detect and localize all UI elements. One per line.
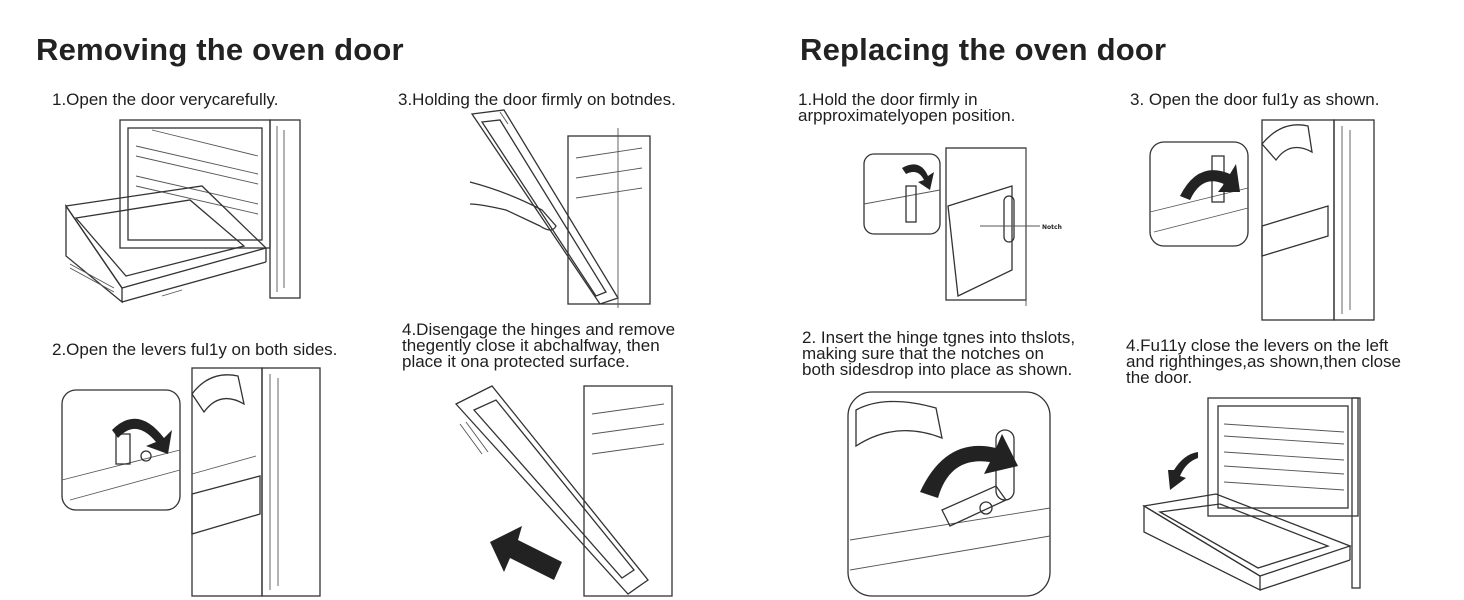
open-door-hinge-icon <box>1148 116 1376 324</box>
replace-step-1-text: 1.Hold the door firmly in arpproximately… <box>798 90 1016 125</box>
hinge-lever-icon <box>60 364 322 600</box>
remove-step-1-text: 1.Open the door verycarefully. <box>52 90 279 109</box>
replacing-title: Replacing the oven door <box>800 32 1167 67</box>
door-lift-arrow-icon <box>452 384 674 598</box>
replace-step-4-text: 4.Fu11y close the levers on the left and… <box>1126 336 1402 387</box>
remove-step-2-text: 2.Open the levers ful1y on both sides. <box>52 340 338 359</box>
oven-open-door-icon <box>62 116 307 312</box>
hinge-notch-icon: Notch <box>862 146 1072 308</box>
remove-step-4-text: 4.Disengage the hinges and remove thegen… <box>402 320 676 371</box>
remove-step-3-text: 3.Holding the door firmly on botndes. <box>398 90 676 109</box>
oven-door-closing-icon <box>1140 396 1362 592</box>
replace-step-3-text: 3. Open the door ful1y as shown. <box>1130 90 1380 109</box>
door-removal-icon <box>468 108 652 308</box>
notch-label: Notch <box>1042 224 1062 231</box>
replace-step-2-text: 2. Insert the hinge tgnes into thslots, … <box>802 328 1076 379</box>
removing-title: Removing the oven door <box>36 32 404 67</box>
insert-hinge-icon <box>846 390 1052 598</box>
